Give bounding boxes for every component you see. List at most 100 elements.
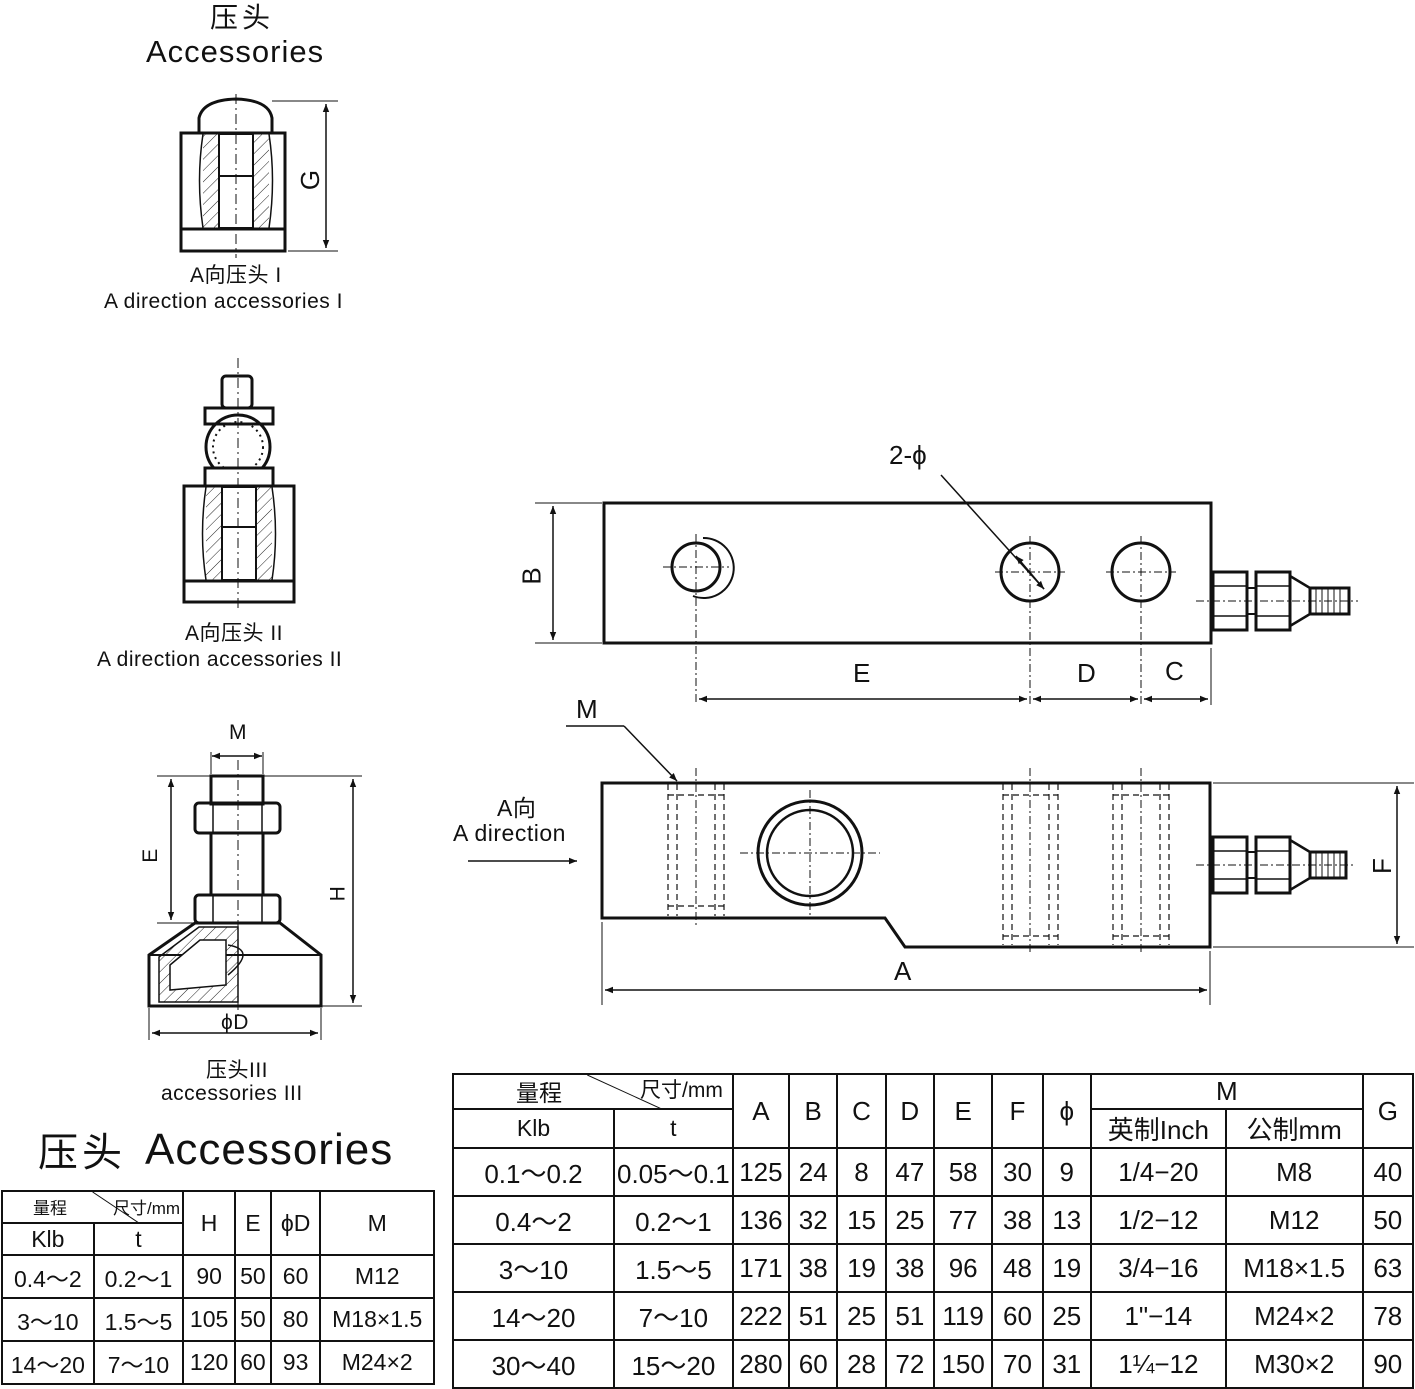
cell-klb: 14～20: [452, 1291, 615, 1341]
corner-size-label: 尺寸/mm: [640, 1079, 723, 1102]
cell-h: 105: [182, 1297, 236, 1342]
column-header-g: G: [1361, 1073, 1415, 1149]
small-table-title-cn: 压头: [38, 1131, 126, 1175]
cell-d: 47: [884, 1147, 935, 1197]
column-header-t: t: [613, 1108, 734, 1149]
column-header-phi-d: ϕD: [269, 1190, 322, 1256]
corner-size-label: 尺寸/mm: [113, 1199, 181, 1218]
cell-f: 38: [991, 1195, 1044, 1245]
direction-label-en: A direction: [453, 820, 566, 846]
column-header-e: E: [932, 1073, 994, 1149]
cell-phi: 19: [1041, 1243, 1092, 1293]
cell-klb: 3～10: [452, 1243, 615, 1293]
cell-e: 119: [932, 1291, 994, 1341]
cell-klb: 0.1～0.2: [452, 1147, 615, 1197]
cell-t: 7～10: [613, 1291, 734, 1341]
cell-c: 25: [836, 1291, 887, 1341]
cell-a: 222: [731, 1291, 791, 1341]
accessories-title-en: Accessories: [146, 34, 325, 69]
accessory-1-caption-cn: A向压头 I: [190, 264, 282, 287]
accessory-2-drawing: [182, 358, 296, 612]
thread-label-m: M: [576, 694, 598, 724]
cell-t: 1.5～5: [613, 1243, 734, 1293]
accessories-spec-table: 量程 尺寸/mm H E ϕD M Klb t 0.4～2 0.2～1 90 5…: [0, 1190, 435, 1385]
table-header-row: 量程 尺寸/mm A B C D E F ϕ M G: [452, 1073, 1415, 1149]
column-header-a: A: [731, 1073, 791, 1149]
cell-phi-d: 80: [269, 1297, 322, 1342]
dim-label-d: D: [1077, 658, 1096, 688]
corner-range-label: 量程: [516, 1080, 562, 1106]
cell-b: 38: [788, 1243, 839, 1293]
cell-klb: 0.4～2: [452, 1195, 615, 1245]
column-header-e: E: [233, 1190, 272, 1256]
cell-g: 63: [1361, 1243, 1415, 1293]
cell-klb: 3～10: [1, 1297, 95, 1342]
dim-label-phi-d: ϕD: [221, 1011, 249, 1034]
table-row: 14～20 7～10 222 51 25 51 119 60 25 1"−14 …: [452, 1291, 1415, 1341]
cell-a: 136: [731, 1195, 791, 1245]
cell-t: 7～10: [92, 1340, 185, 1385]
table-row: 0.4～2 0.2～1 90 50 60 M12: [1, 1254, 435, 1299]
table-corner-header: 量程 尺寸/mm: [0, 1190, 185, 1223]
cell-t: 0.2～1: [613, 1195, 734, 1245]
column-header-m-mm: 公制mm: [1224, 1108, 1364, 1149]
dim-label-c: C: [1165, 656, 1184, 686]
cell-m-mm: M12: [1224, 1195, 1364, 1245]
cell-m-inch: 1/2−12: [1089, 1195, 1227, 1245]
cell-e: 50: [233, 1254, 272, 1299]
accessory-1-caption-en: A direction accessories I: [104, 290, 343, 313]
accessory-3-caption-en: accessories III: [161, 1082, 303, 1105]
column-header-f: F: [991, 1073, 1044, 1149]
cell-f: 60: [991, 1291, 1044, 1341]
accessories-title-cn: 压头: [210, 2, 275, 33]
cell-phi: 25: [1041, 1291, 1092, 1341]
column-header-m-inch: 英制Inch: [1089, 1108, 1227, 1149]
cell-f: 30: [991, 1147, 1044, 1197]
column-header-c: C: [836, 1073, 887, 1149]
cell-m: M12: [319, 1254, 435, 1299]
dim-label-a: A: [894, 956, 912, 986]
cell-h: 120: [182, 1340, 236, 1385]
accessory-2-caption-cn: A向压头 II: [185, 622, 284, 645]
accessory-3-caption-cn: 压头III: [206, 1059, 269, 1082]
dim-label-e-accessory: E: [138, 848, 162, 863]
cell-d: 25: [884, 1195, 935, 1245]
dim-label-f: F: [1366, 858, 1397, 874]
table-subheader-row: Klb t: [1, 1222, 434, 1256]
cell-b: 51: [788, 1291, 839, 1341]
column-header-klb: Klb: [452, 1108, 615, 1149]
hole-label: 2-ϕ: [889, 440, 927, 470]
column-header-phi: ϕ: [1041, 1073, 1092, 1149]
cell-e: 77: [932, 1195, 994, 1245]
table-header-row: 量程 尺寸/mm H E ϕD M: [0, 1190, 435, 1256]
cell-d: 38: [884, 1243, 935, 1293]
cell-m-mm: M8: [1224, 1147, 1364, 1197]
dim-label-e: E: [853, 658, 871, 688]
cell-t: 0.05～0.1: [613, 1147, 734, 1197]
cell-b: 24: [788, 1147, 839, 1197]
cell-g: 50: [1361, 1195, 1415, 1245]
small-table-title-en: Accessories: [145, 1125, 394, 1174]
table-row: 14～20 7～10 120 60 93 M24×2: [1, 1340, 435, 1385]
column-header-m: M: [1089, 1073, 1364, 1110]
accessory-3-drawing: [147, 752, 362, 1040]
cell-m-inch: 1"−14: [1089, 1291, 1227, 1341]
column-header-d: D: [884, 1073, 935, 1149]
column-header-b: B: [788, 1073, 839, 1149]
cell-m-mm: M24×2: [1224, 1291, 1364, 1341]
cell-f: 48: [991, 1243, 1044, 1293]
cell-klb: 0.4～2: [1, 1254, 95, 1299]
column-header-h: H: [182, 1190, 236, 1256]
cell-m: M18×1.5: [319, 1297, 435, 1342]
table-subheader-row: Klb t 英制Inch 公制mm: [452, 1108, 1413, 1149]
cell-m: M24×2: [319, 1340, 435, 1385]
cell-a: 171: [731, 1243, 791, 1293]
cell-d: 51: [884, 1291, 935, 1341]
column-header-t: t: [92, 1222, 185, 1256]
table-row: 3～10 1.5～5 171 38 19 38 96 48 19 3/4−16 …: [452, 1243, 1415, 1293]
cell-c: 15: [836, 1195, 887, 1245]
side-view-drawing: [468, 725, 1414, 1005]
column-header-klb: Klb: [1, 1222, 95, 1256]
cell-e: 60: [233, 1340, 272, 1385]
